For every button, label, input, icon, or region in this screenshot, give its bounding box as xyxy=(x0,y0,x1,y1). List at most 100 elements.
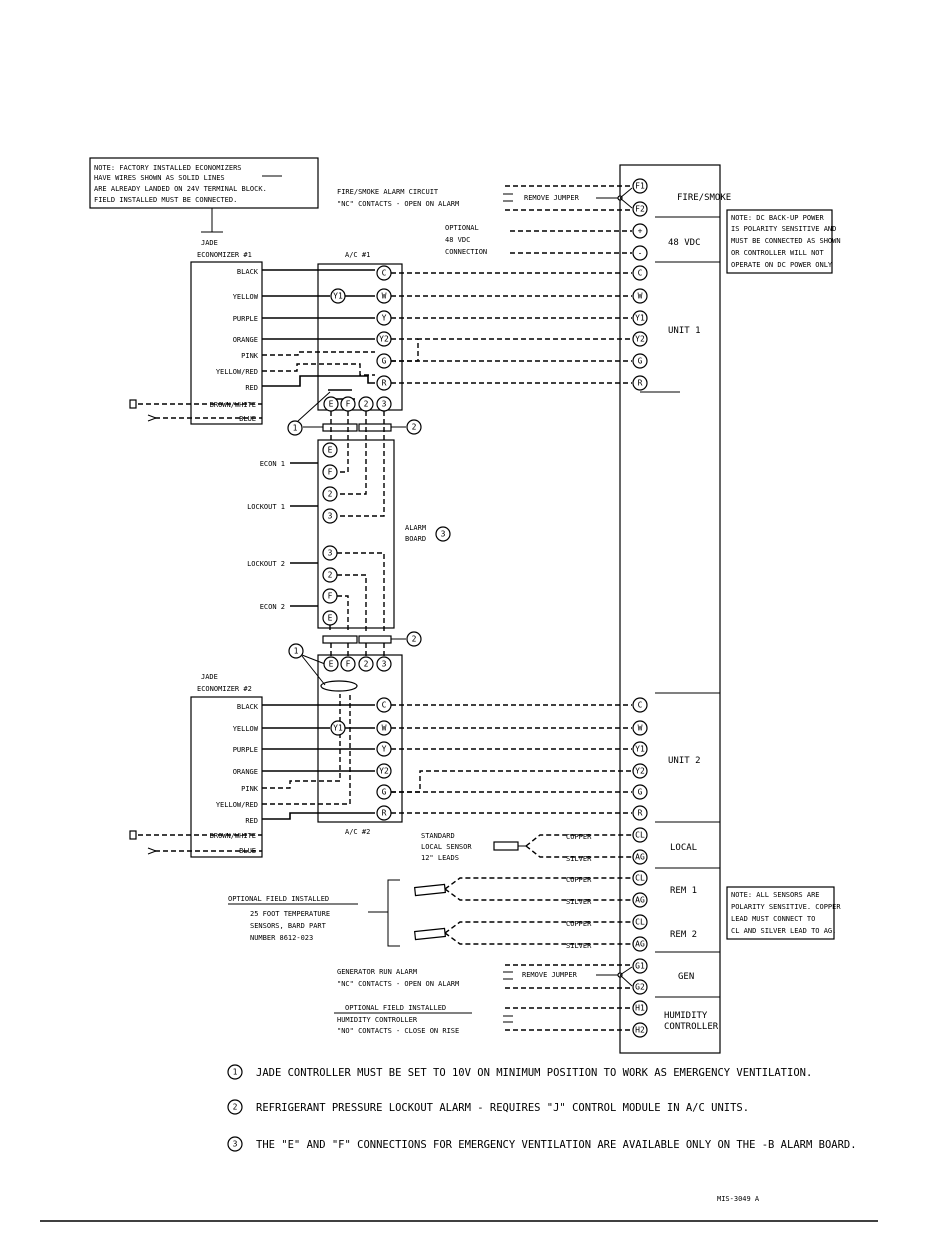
econ2-wire-brown-white: BROWN/WHITE xyxy=(210,832,256,840)
panel-label-humidity: HUMIDITY xyxy=(664,1011,708,1021)
econ1-wire-purple: PURPLE xyxy=(233,315,258,323)
remote-sensors: OPTIONAL FIELD INSTALLED 25 FOOT TEMPERA… xyxy=(228,876,632,950)
lower-connectors: 2 1 xyxy=(288,631,422,692)
panel-label-unit-2: UNIT 2 xyxy=(668,756,701,766)
local-copper: COPPER xyxy=(566,833,592,841)
u2-panel-y1: Y1 xyxy=(635,745,645,754)
dc-label-line-3: CONNECTION xyxy=(445,248,487,256)
unit2-wiring xyxy=(391,704,632,814)
econ1-wire-blue: BLUE xyxy=(239,415,256,423)
econ1-wire-red: RED xyxy=(245,384,258,392)
panel-term-minus: - xyxy=(638,249,643,258)
u2-panel-c: C xyxy=(638,701,643,710)
econ2-title-2: ECONOMIZER #2 xyxy=(197,685,252,693)
board-f2: F xyxy=(328,592,333,601)
local-sensor: STANDARD LOCAL SENSOR 12" LEADS COPPER S… xyxy=(421,832,632,863)
ac1-term-e: E xyxy=(329,400,334,409)
footnote-3: THE "E" AND "F" CONNECTIONS FOR EMERGENC… xyxy=(256,1139,857,1151)
ac2-term-w: W xyxy=(382,724,387,733)
terminal-panel: FIRE/SMOKE 48 VDC UNIT 1 UNIT 2 LOCAL RE… xyxy=(619,164,731,1054)
dc-label-line-2: 48 VDC xyxy=(445,236,470,244)
rem1-silver: SILVER xyxy=(566,898,592,906)
board-2b: 2 xyxy=(328,571,333,580)
rem1-copper: COPPER xyxy=(566,876,592,884)
panel-term-ag-rem2: AG xyxy=(635,940,645,949)
u2-panel-r: R xyxy=(638,809,643,818)
panel-term-ag-local: AG xyxy=(635,853,645,862)
factory-note-line-4: FIELD INSTALLED MUST BE CONNECTED. xyxy=(94,196,237,204)
u2-panel-w: W xyxy=(638,724,643,733)
econ1-y1-label: Y1 xyxy=(333,292,343,301)
sensor-note-line-3: LEAD MUST CONNECT TO xyxy=(731,915,815,923)
panel-term-f2: F2 xyxy=(635,205,645,214)
footnote-1: JADE CONTROLLER MUST BE SET TO 10V ON MI… xyxy=(256,1067,812,1079)
econ1-title-1: JADE xyxy=(201,239,218,247)
econ2-wire-pink: PINK xyxy=(241,785,259,793)
ac1-term-w: W xyxy=(382,292,387,301)
callout-1-upper: 1 xyxy=(293,424,298,433)
alarm-board-title-2: BOARD xyxy=(405,535,426,543)
callout-2-lower: 2 xyxy=(412,635,417,644)
unit1-wiring xyxy=(391,272,632,384)
factory-note-line-3: ARE ALREADY LANDED ON 24V TERMINAL BLOCK… xyxy=(94,185,267,193)
fire-label-line-1: FIRE/SMOKE ALARM CIRCUIT xyxy=(337,188,439,196)
board-f1: F xyxy=(328,468,333,477)
factory-note: NOTE: FACTORY INSTALLED ECONOMIZERS HAVE… xyxy=(89,157,319,233)
panel-term-cl-rem2: CL xyxy=(635,918,645,927)
ac2-term-g: G xyxy=(382,788,387,797)
ac2-term-y2: Y2 xyxy=(379,767,389,776)
panel-label-rem-2: REM 2 xyxy=(670,930,697,940)
field-label-4: NUMBER 8612-023 xyxy=(250,934,313,942)
ac1-term-3: 3 xyxy=(382,400,387,409)
panel-label-local: LOCAL xyxy=(670,843,697,853)
econ1-title-2: ECONOMIZER #1 xyxy=(197,251,252,259)
econ2-wire-yellow: YELLOW xyxy=(233,725,259,733)
u1-panel-w: W xyxy=(638,292,643,301)
gen-label-2: "NC" CONTACTS - OPEN ON ALARM xyxy=(337,980,459,988)
panel-label-unit-1: UNIT 1 xyxy=(668,326,701,336)
econ2-wire-orange: ORANGE xyxy=(233,768,258,776)
field-label-2: 25 FOOT TEMPERATURE xyxy=(250,910,330,918)
callout-3-board: 3 xyxy=(441,530,446,539)
u1-panel-g: G xyxy=(638,357,643,366)
board-e1: E xyxy=(328,446,333,455)
econ2-wire-red: RED xyxy=(245,817,258,825)
ac1-term-c: C xyxy=(382,269,387,278)
u2-panel-y2: Y2 xyxy=(635,767,645,776)
sensor-panel-terminals: CL AG CL AG CL AG xyxy=(632,827,648,952)
humid-label-3: "NO" CONTACTS - CLOSE ON RISE xyxy=(337,1027,459,1035)
generator-alarm: GENERATOR RUN ALARM "NC" CONTACTS - OPEN… xyxy=(337,958,648,995)
field-label-1: OPTIONAL FIELD INSTALLED xyxy=(228,895,329,903)
ac2-term-2: 2 xyxy=(364,660,369,669)
ac2-terminals: E F 2 3 C W Y Y2 G R xyxy=(323,643,392,821)
ac2-term-c: C xyxy=(382,701,387,710)
dc-note-line-3: MUST BE CONNECTED AS SHOWN xyxy=(731,237,841,245)
unit1-panel-terminals: F1 F2 + - C W Y1 Y2 G R xyxy=(632,178,648,391)
dc-note: NOTE: DC BACK-UP POWER IS POLARITY SENSI… xyxy=(726,209,841,274)
ac2-term-e: E xyxy=(329,660,334,669)
field-label-3: SENSORS, BARD PART xyxy=(250,922,327,930)
panel-term-g2: G2 xyxy=(635,983,645,992)
footnote-1-marker: 1 xyxy=(233,1068,238,1077)
u1-panel-y2: Y2 xyxy=(635,335,645,344)
u1-panel-c: C xyxy=(638,269,643,278)
econ2-wire-yellow-red: YELLOW/RED xyxy=(216,801,258,809)
local-label-2: LOCAL SENSOR xyxy=(421,843,472,851)
econ1-wire-pink: PINK xyxy=(241,352,259,360)
econ1-wire-black: BLACK xyxy=(237,268,259,276)
ac1-term-g: G xyxy=(382,357,387,366)
ac1-term-y: Y xyxy=(382,314,387,323)
ac2-label: A/C #2 xyxy=(345,828,370,836)
board-3b: 3 xyxy=(328,549,333,558)
unit2-panel-terminals: C W Y1 Y2 G R xyxy=(632,697,648,821)
sensor-note-line-4: CL AND SILVER LEAD TO AG. xyxy=(731,927,836,935)
ac1-term-y2: Y2 xyxy=(379,335,389,344)
econ1-y1-terminal xyxy=(330,288,346,304)
sensor-note-line-1: NOTE: ALL SENSORS ARE xyxy=(731,891,820,899)
drawing-number: MIS-3049 A xyxy=(717,1195,760,1203)
gen-label-1: GENERATOR RUN ALARM xyxy=(337,968,417,976)
alarm-lockout1: LOCKOUT 1 xyxy=(247,503,285,511)
alarm-econ2: ECON 2 xyxy=(260,603,285,611)
callout-2-upper: 2 xyxy=(412,423,417,432)
local-silver: SILVER xyxy=(566,855,592,863)
